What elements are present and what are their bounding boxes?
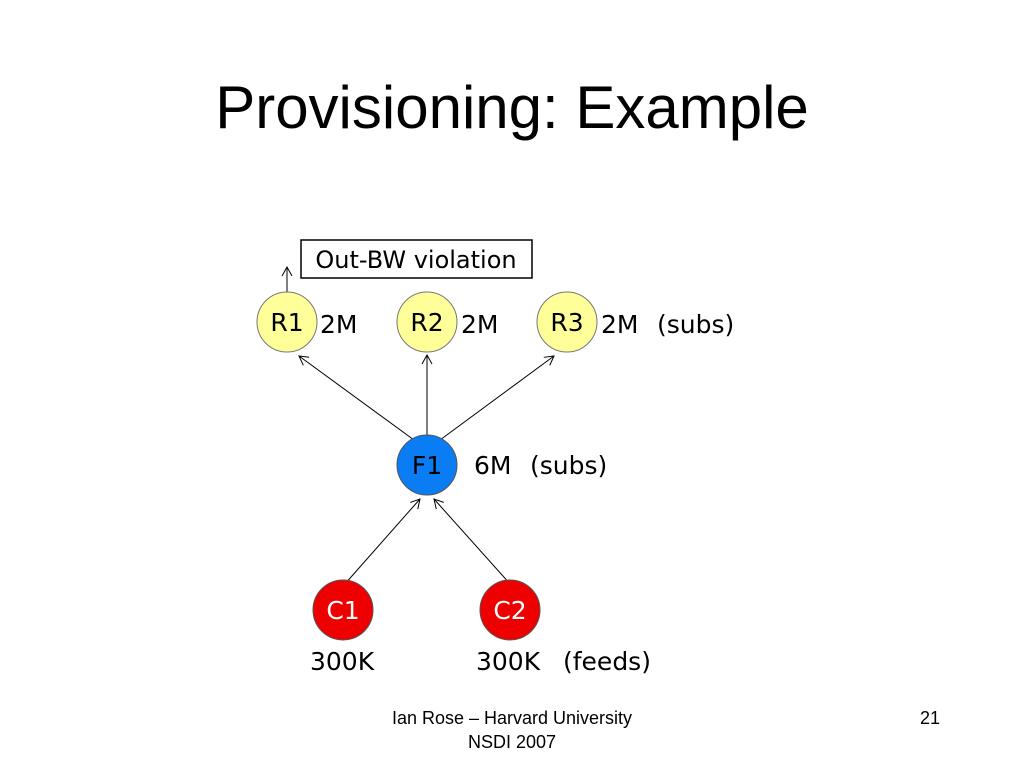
node-c1-label: C1: [326, 596, 359, 625]
node-c1-circle: [312, 579, 374, 641]
slide-title: Provisioning: Example: [215, 74, 809, 141]
edge-f1-r3: [439, 355, 555, 441]
node-f1-tag: (subs): [530, 451, 607, 480]
violation-callout: Out-BW violation: [281, 239, 533, 298]
node-c2-value: 300K: [476, 647, 541, 676]
node-r3-tag: (subs): [657, 310, 734, 339]
footer-venue: NSDI 2007: [467, 732, 557, 752]
footer-author: Ian Rose – Harvard University: [391, 708, 633, 728]
node-f1-circle: [396, 434, 458, 496]
violation-box: [300, 239, 533, 279]
node-r1: R1 2M: [256, 291, 357, 353]
node-r1-value: 2M: [320, 310, 357, 339]
node-f1-value: 6M: [474, 451, 511, 480]
node-c2-tag: (feeds): [563, 647, 651, 676]
edges: [298, 353, 555, 586]
node-r2-label: R2: [410, 308, 443, 337]
node-r2: R2 2M: [396, 291, 498, 353]
node-c1-value: 300K: [310, 647, 375, 676]
node-c2-label: C2: [493, 596, 526, 625]
node-f1: F1 6M (subs): [396, 434, 607, 496]
node-f1-label: F1: [412, 451, 442, 480]
violation-label: Out-BW violation: [315, 246, 516, 274]
node-r3-label: R3: [550, 308, 583, 337]
node-r3-circle: [536, 291, 598, 353]
node-r1-circle: [256, 291, 318, 353]
node-r3: R3 2M (subs): [536, 291, 734, 353]
node-r3-value: 2M: [601, 310, 638, 339]
node-r2-value: 2M: [461, 310, 498, 339]
edge-f1-r1: [298, 355, 415, 441]
node-r1-label: R1: [270, 308, 303, 337]
footer-credit: Ian Rose – Harvard University NSDI 2007: [300, 706, 724, 754]
node-c1: C1 300K: [310, 579, 375, 676]
node-c2-circle: [479, 579, 541, 641]
node-c2: C2 300K (feeds): [476, 579, 651, 676]
slide-number: 21: [919, 708, 940, 728]
edge-c1-f1: [343, 498, 421, 586]
node-r2-circle: [396, 291, 458, 353]
edge-c2-f1: [433, 498, 512, 586]
